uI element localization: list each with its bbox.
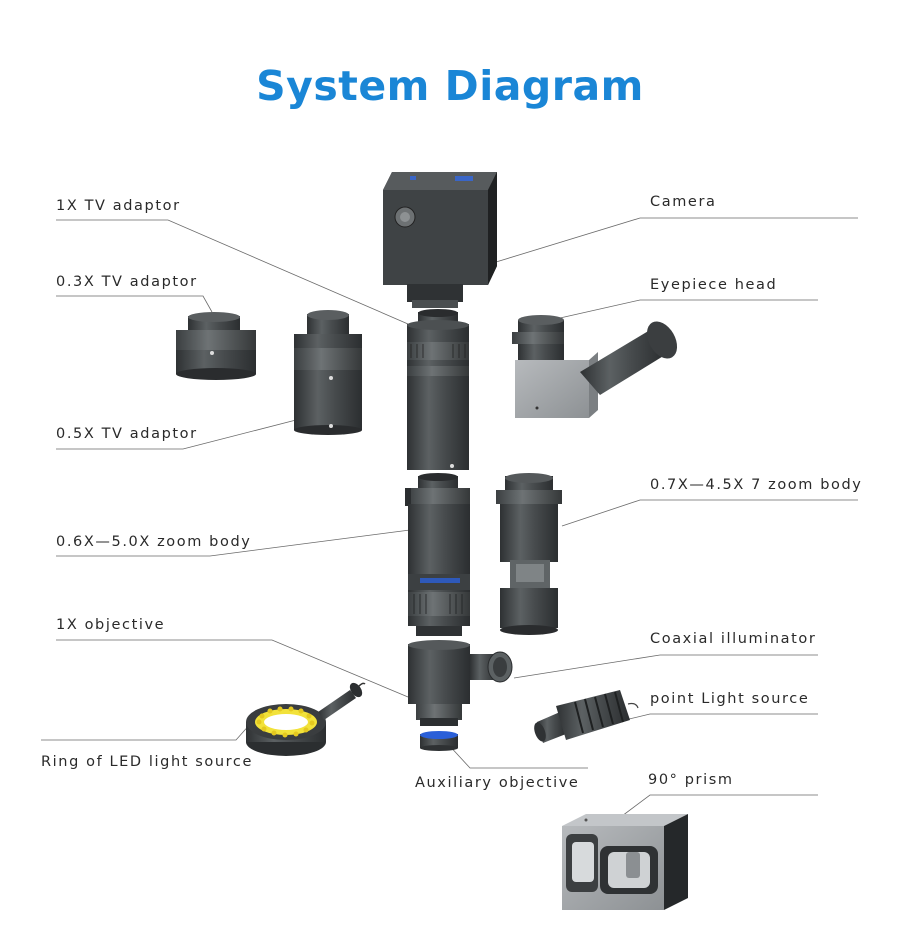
tv-adaptor-0-5x-illustration <box>294 310 362 435</box>
label-ring-led-light-source: Ring of LED light source <box>41 754 254 770</box>
leader-lines-left <box>41 219 421 741</box>
zoom-body-0-7-4-5 <box>496 473 562 635</box>
leader-lines-right <box>445 217 858 817</box>
label-coaxial-illuminator: Coaxial illuminator <box>650 631 817 647</box>
ring-led-illustration <box>246 682 366 756</box>
page-title: System Diagram <box>256 62 644 110</box>
label-camera: Camera <box>650 194 717 210</box>
label-eyepiece-head: Eyepiece head <box>650 277 778 293</box>
zoom-body-0-6-5-0 <box>405 473 470 636</box>
label-05x-tv-adaptor: 0.5X TV adaptor <box>56 426 198 442</box>
point-light-source-illustration <box>534 690 639 743</box>
label-07x-45x-zoom-body: 0.7X—4.5X 7 zoom body <box>650 477 863 493</box>
camera-illustration <box>383 172 497 308</box>
label-1x-objective: 1X objective <box>56 617 166 633</box>
label-1x-tv-adaptor: 1X TV adaptor <box>56 198 181 214</box>
label-03x-tv-adaptor: 0.3X TV adaptor <box>56 274 198 290</box>
auxiliary-objective-illustration <box>420 731 458 751</box>
coaxial-illuminator-illustration <box>408 640 513 704</box>
eyepiece-head-illustration <box>512 315 678 418</box>
label-06x-50x-zoom-body: 0.6X—5.0X zoom body <box>56 534 252 550</box>
label-point-light-source: point Light source <box>650 691 810 707</box>
objective-1x-illustration <box>416 704 462 726</box>
main-upper-tube <box>407 309 469 470</box>
prism-90-illustration <box>562 814 688 910</box>
label-auxiliary-objective: Auxiliary objective <box>415 775 580 791</box>
label-90-prism: 90° prism <box>648 772 734 788</box>
tv-adaptor-0-3x-illustration <box>176 312 256 380</box>
